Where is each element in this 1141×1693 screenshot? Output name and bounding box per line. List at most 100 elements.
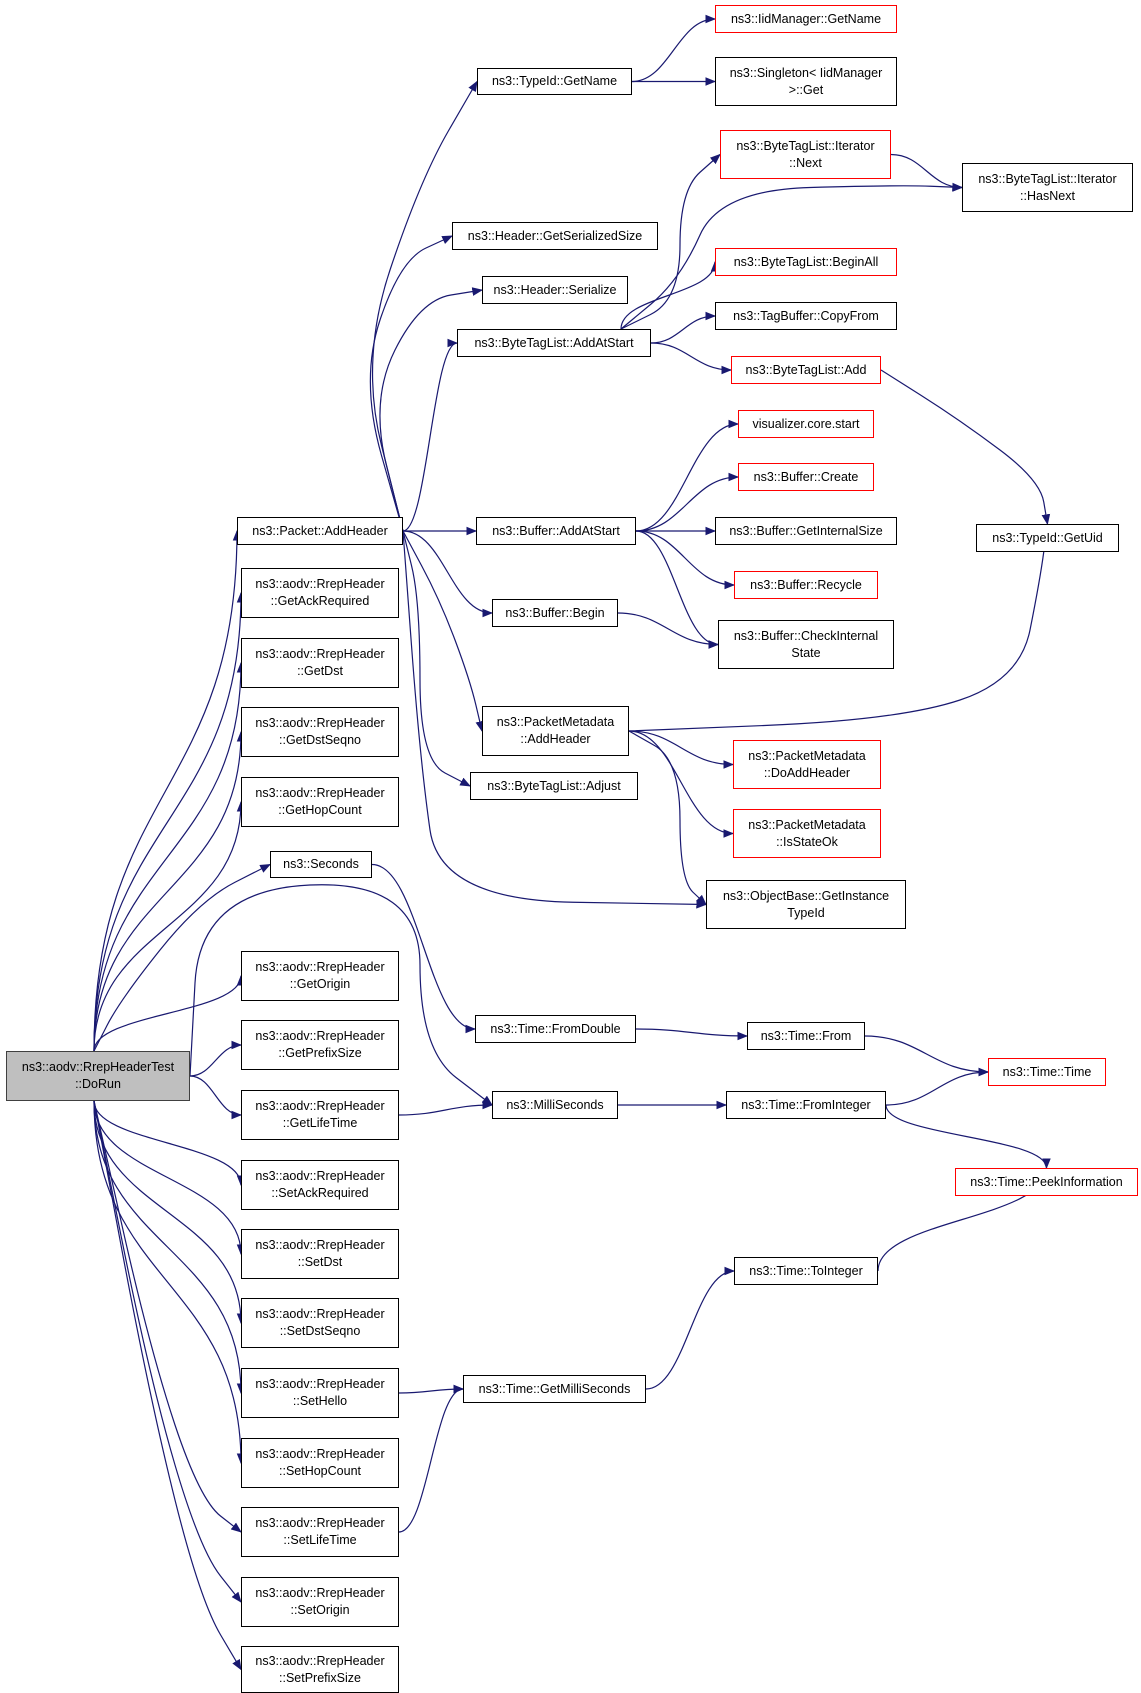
node-timetime[interactable]: ns3::Time::Time [988, 1058, 1106, 1086]
node-pmdoadd[interactable]: ns3::PacketMetadata ::DoAddHeader [733, 740, 881, 789]
node-timefromint[interactable]: ns3::Time::FromInteger [726, 1091, 886, 1119]
node-bufcheck[interactable]: ns3::Buffer::CheckInternal State [718, 620, 894, 669]
node-label: visualizer.core.start [752, 416, 860, 431]
node-hdrgetser[interactable]: ns3::Header::GetSerializedSize [452, 222, 658, 250]
node-label: ns3::aodv::RrepHeader ::GetHopCount [255, 786, 385, 817]
node-getorigin[interactable]: ns3::aodv::RrepHeader ::GetOrigin [241, 951, 399, 1001]
node-bufcreate[interactable]: ns3::Buffer::Create [738, 463, 874, 491]
node-timefromdouble[interactable]: ns3::Time::FromDouble [475, 1015, 636, 1043]
node-iidgetname[interactable]: ns3::IidManager::GetName [715, 5, 897, 33]
node-btlitnext[interactable]: ns3::ByteTagList::Iterator ::Next [720, 130, 891, 179]
node-btlithasnext[interactable]: ns3::ByteTagList::Iterator ::HasNext [962, 163, 1133, 212]
node-setorigin[interactable]: ns3::aodv::RrepHeader ::SetOrigin [241, 1577, 399, 1627]
node-label: ns3::ByteTagList::Iterator ::Next [736, 138, 875, 170]
node-label: ns3::ByteTagList::BeginAll [733, 254, 879, 269]
node-label: ns3::aodv::RrepHeader ::SetDst [255, 1238, 385, 1269]
node-sethop[interactable]: ns3::aodv::RrepHeader ::SetHopCount [241, 1438, 399, 1488]
node-label: ns3::Time::Time [1002, 1064, 1092, 1079]
node-typeidgetuid[interactable]: ns3::TypeId::GetUid [976, 524, 1119, 552]
node-getdst[interactable]: ns3::aodv::RrepHeader ::GetDst [241, 638, 399, 688]
node-gethop[interactable]: ns3::aodv::RrepHeader ::GetHopCount [241, 777, 399, 827]
node-setackreq[interactable]: ns3::aodv::RrepHeader ::SetAckRequired [241, 1160, 399, 1210]
edge-timefromint-to-timepeek [885, 1104, 1051, 1170]
node-objgetinst[interactable]: ns3::ObjectBase::GetInstance TypeId [706, 880, 906, 929]
node-hdrser[interactable]: ns3::Header::Serialize [482, 276, 628, 304]
edge-btladdatstart-to-btlithasnext [620, 182, 964, 330]
node-label: ns3::Seconds [283, 857, 359, 871]
node-label: ns3::TypeId::GetName [491, 74, 618, 88]
node-label: ns3::ByteTagList::Adjust [487, 778, 621, 793]
node-timepeek[interactable]: ns3::Time::PeekInformation [955, 1168, 1138, 1196]
node-getprefix[interactable]: ns3::aodv::RrepHeader ::GetPrefixSize [241, 1020, 399, 1070]
node-getackreq[interactable]: ns3::aodv::RrepHeader ::GetAckRequired [241, 568, 399, 618]
edge-bufaddatstart-to-vizstart [635, 419, 740, 532]
edge-root-to-millis [189, 884, 493, 1106]
node-label: ns3::Time::ToInteger [749, 1263, 863, 1278]
node-getlife[interactable]: ns3::aodv::RrepHeader ::GetLifeTime [241, 1090, 399, 1140]
node-label: ns3::aodv::RrepHeader ::GetDstSeqno [255, 716, 385, 747]
node-setlife[interactable]: ns3::aodv::RrepHeader ::SetLifeTime [241, 1507, 399, 1557]
node-label: ns3::Time::FromInteger [741, 1097, 871, 1112]
node-setdstseq[interactable]: ns3::aodv::RrepHeader ::SetDstSeqno [241, 1298, 399, 1348]
node-pmaddheader[interactable]: ns3::PacketMetadata ::AddHeader [482, 706, 629, 756]
edge-root-to-getdst [93, 661, 246, 1052]
edge-root-to-getdstseq [93, 730, 246, 1052]
edge-addheader-to-hdrser [379, 287, 484, 532]
node-root[interactable]: ns3::aodv::RrepHeaderTest ::DoRun [6, 1051, 190, 1101]
node-label: ns3::Buffer::CheckInternal State [733, 628, 879, 660]
node-getmillis[interactable]: ns3::Time::GetMilliSeconds [463, 1375, 646, 1403]
node-label: ns3::Buffer::GetInternalSize [729, 523, 883, 538]
node-seconds[interactable]: ns3::Seconds [270, 851, 372, 878]
node-label: ns3::aodv::RrepHeader ::SetLifeTime [255, 1516, 385, 1547]
node-label: ns3::TypeId::GetUid [992, 530, 1103, 545]
node-sethello[interactable]: ns3::aodv::RrepHeader ::SetHello [241, 1368, 399, 1418]
node-label: ns3::Singleton< IidManager >::Get [729, 65, 883, 97]
node-pmisok[interactable]: ns3::PacketMetadata ::IsStateOk [733, 809, 881, 858]
node-btladdatstart[interactable]: ns3::ByteTagList::AddAtStart [457, 329, 651, 357]
node-singleton[interactable]: ns3::Singleton< IidManager >::Get [715, 57, 897, 106]
edge-pmaddheader-to-pmisok [628, 730, 735, 838]
node-millis[interactable]: ns3::MilliSeconds [492, 1091, 618, 1119]
edge-btladdatstart-to-btlitnext [620, 153, 721, 330]
node-setprefix[interactable]: ns3::aodv::RrepHeader ::SetPrefixSize [241, 1646, 399, 1693]
edge-bufaddatstart-to-bufrecycle [635, 530, 736, 590]
node-label: ns3::aodv::RrepHeader ::SetHello [255, 1377, 385, 1408]
edge-root-to-getprefix [189, 1040, 243, 1077]
node-label: ns3::aodv::RrepHeader ::SetDstSeqno [255, 1307, 385, 1338]
edge-root-to-gethop [93, 800, 246, 1052]
edge-btladdatstart-to-btladd [650, 342, 733, 375]
node-label: ns3::IidManager::GetName [730, 11, 882, 26]
node-bufaddatstart[interactable]: ns3::Buffer::AddAtStart [476, 517, 636, 545]
node-timefrom[interactable]: ns3::Time::From [747, 1022, 865, 1050]
node-btlbeginall[interactable]: ns3::ByteTagList::BeginAll [715, 248, 897, 276]
node-timetoint[interactable]: ns3::Time::ToInteger [734, 1257, 878, 1285]
node-label: ns3::Buffer::Recycle [750, 577, 862, 592]
edge-root-to-addheader [93, 529, 242, 1052]
edge-pmaddheader-to-objgetinst [628, 730, 707, 906]
node-label: ns3::Buffer::Begin [505, 605, 605, 620]
edge-getmillis-to-timetoint [645, 1266, 736, 1390]
node-btladjust[interactable]: ns3::ByteTagList::Adjust [470, 772, 638, 800]
edge-getlife-to-millis [398, 1100, 494, 1116]
edge-root-to-sethop [93, 1100, 246, 1465]
node-label: ns3::aodv::RrepHeader ::SetHopCount [255, 1447, 385, 1478]
node-vizstart[interactable]: visualizer.core.start [738, 410, 874, 438]
node-setdst[interactable]: ns3::aodv::RrepHeader ::SetDst [241, 1229, 399, 1279]
node-btladd[interactable]: ns3::ByteTagList::Add [731, 356, 881, 384]
node-bufbegin[interactable]: ns3::Buffer::Begin [492, 599, 618, 627]
edge-root-to-setackreq [93, 1100, 246, 1187]
node-label: ns3::ByteTagList::AddAtStart [474, 335, 634, 350]
node-label: ns3::aodv::RrepHeader ::GetOrigin [255, 960, 385, 991]
node-getdstseq[interactable]: ns3::aodv::RrepHeader ::GetDstSeqno [241, 707, 399, 757]
node-tagbufcopy[interactable]: ns3::TagBuffer::CopyFrom [715, 302, 897, 330]
node-bufgetint[interactable]: ns3::Buffer::GetInternalSize [715, 517, 897, 545]
node-addheader[interactable]: ns3::Packet::AddHeader [237, 517, 403, 545]
node-label: ns3::MilliSeconds [506, 1097, 604, 1112]
node-bufrecycle[interactable]: ns3::Buffer::Recycle [734, 571, 878, 599]
node-typeidgetname[interactable]: ns3::TypeId::GetName [477, 68, 632, 95]
edge-btladdatstart-to-tagbufcopy [650, 311, 717, 344]
node-label: ns3::ObjectBase::GetInstance TypeId [722, 888, 890, 920]
edge-root-to-getlife [189, 1075, 243, 1120]
edge-bufbegin-to-bufcheck [617, 612, 720, 649]
